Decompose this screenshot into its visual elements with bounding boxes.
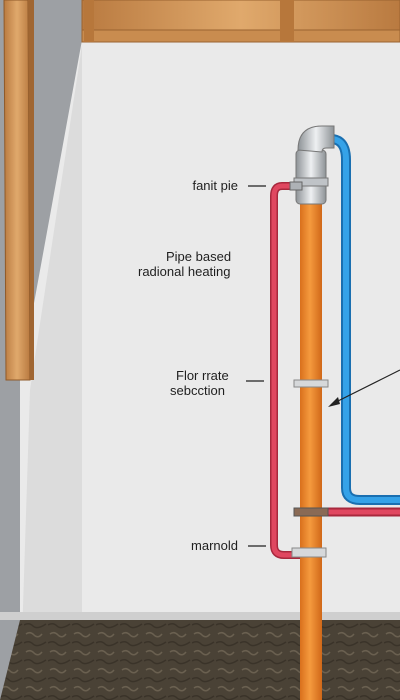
label-heating: Pipe based radional heating	[138, 249, 231, 279]
label-flow-rate: Flor rrate sebcction	[170, 368, 229, 398]
label-faucet-pipe: fanit pie	[192, 178, 238, 193]
ceiling-beam	[81, 0, 400, 31]
label-heating-line2: radional heating	[138, 264, 231, 279]
pipe-clamp-2	[293, 507, 329, 517]
pipe-clamp-1	[293, 379, 329, 388]
floor-soil	[0, 620, 400, 700]
label-manifold: marnold	[191, 538, 238, 553]
label-heating-line1: Pipe based	[166, 249, 232, 264]
leader-arrow	[331, 369, 400, 405]
wooden-stud	[3, 0, 31, 381]
label-flow-line2: sebcction	[170, 383, 225, 398]
elbow-fitting	[289, 125, 335, 205]
arrow-head	[328, 397, 340, 407]
orange-pipe	[300, 200, 322, 700]
pipe-clamp-3	[291, 547, 327, 558]
label-flow-line1: Flor rrate	[176, 368, 229, 383]
